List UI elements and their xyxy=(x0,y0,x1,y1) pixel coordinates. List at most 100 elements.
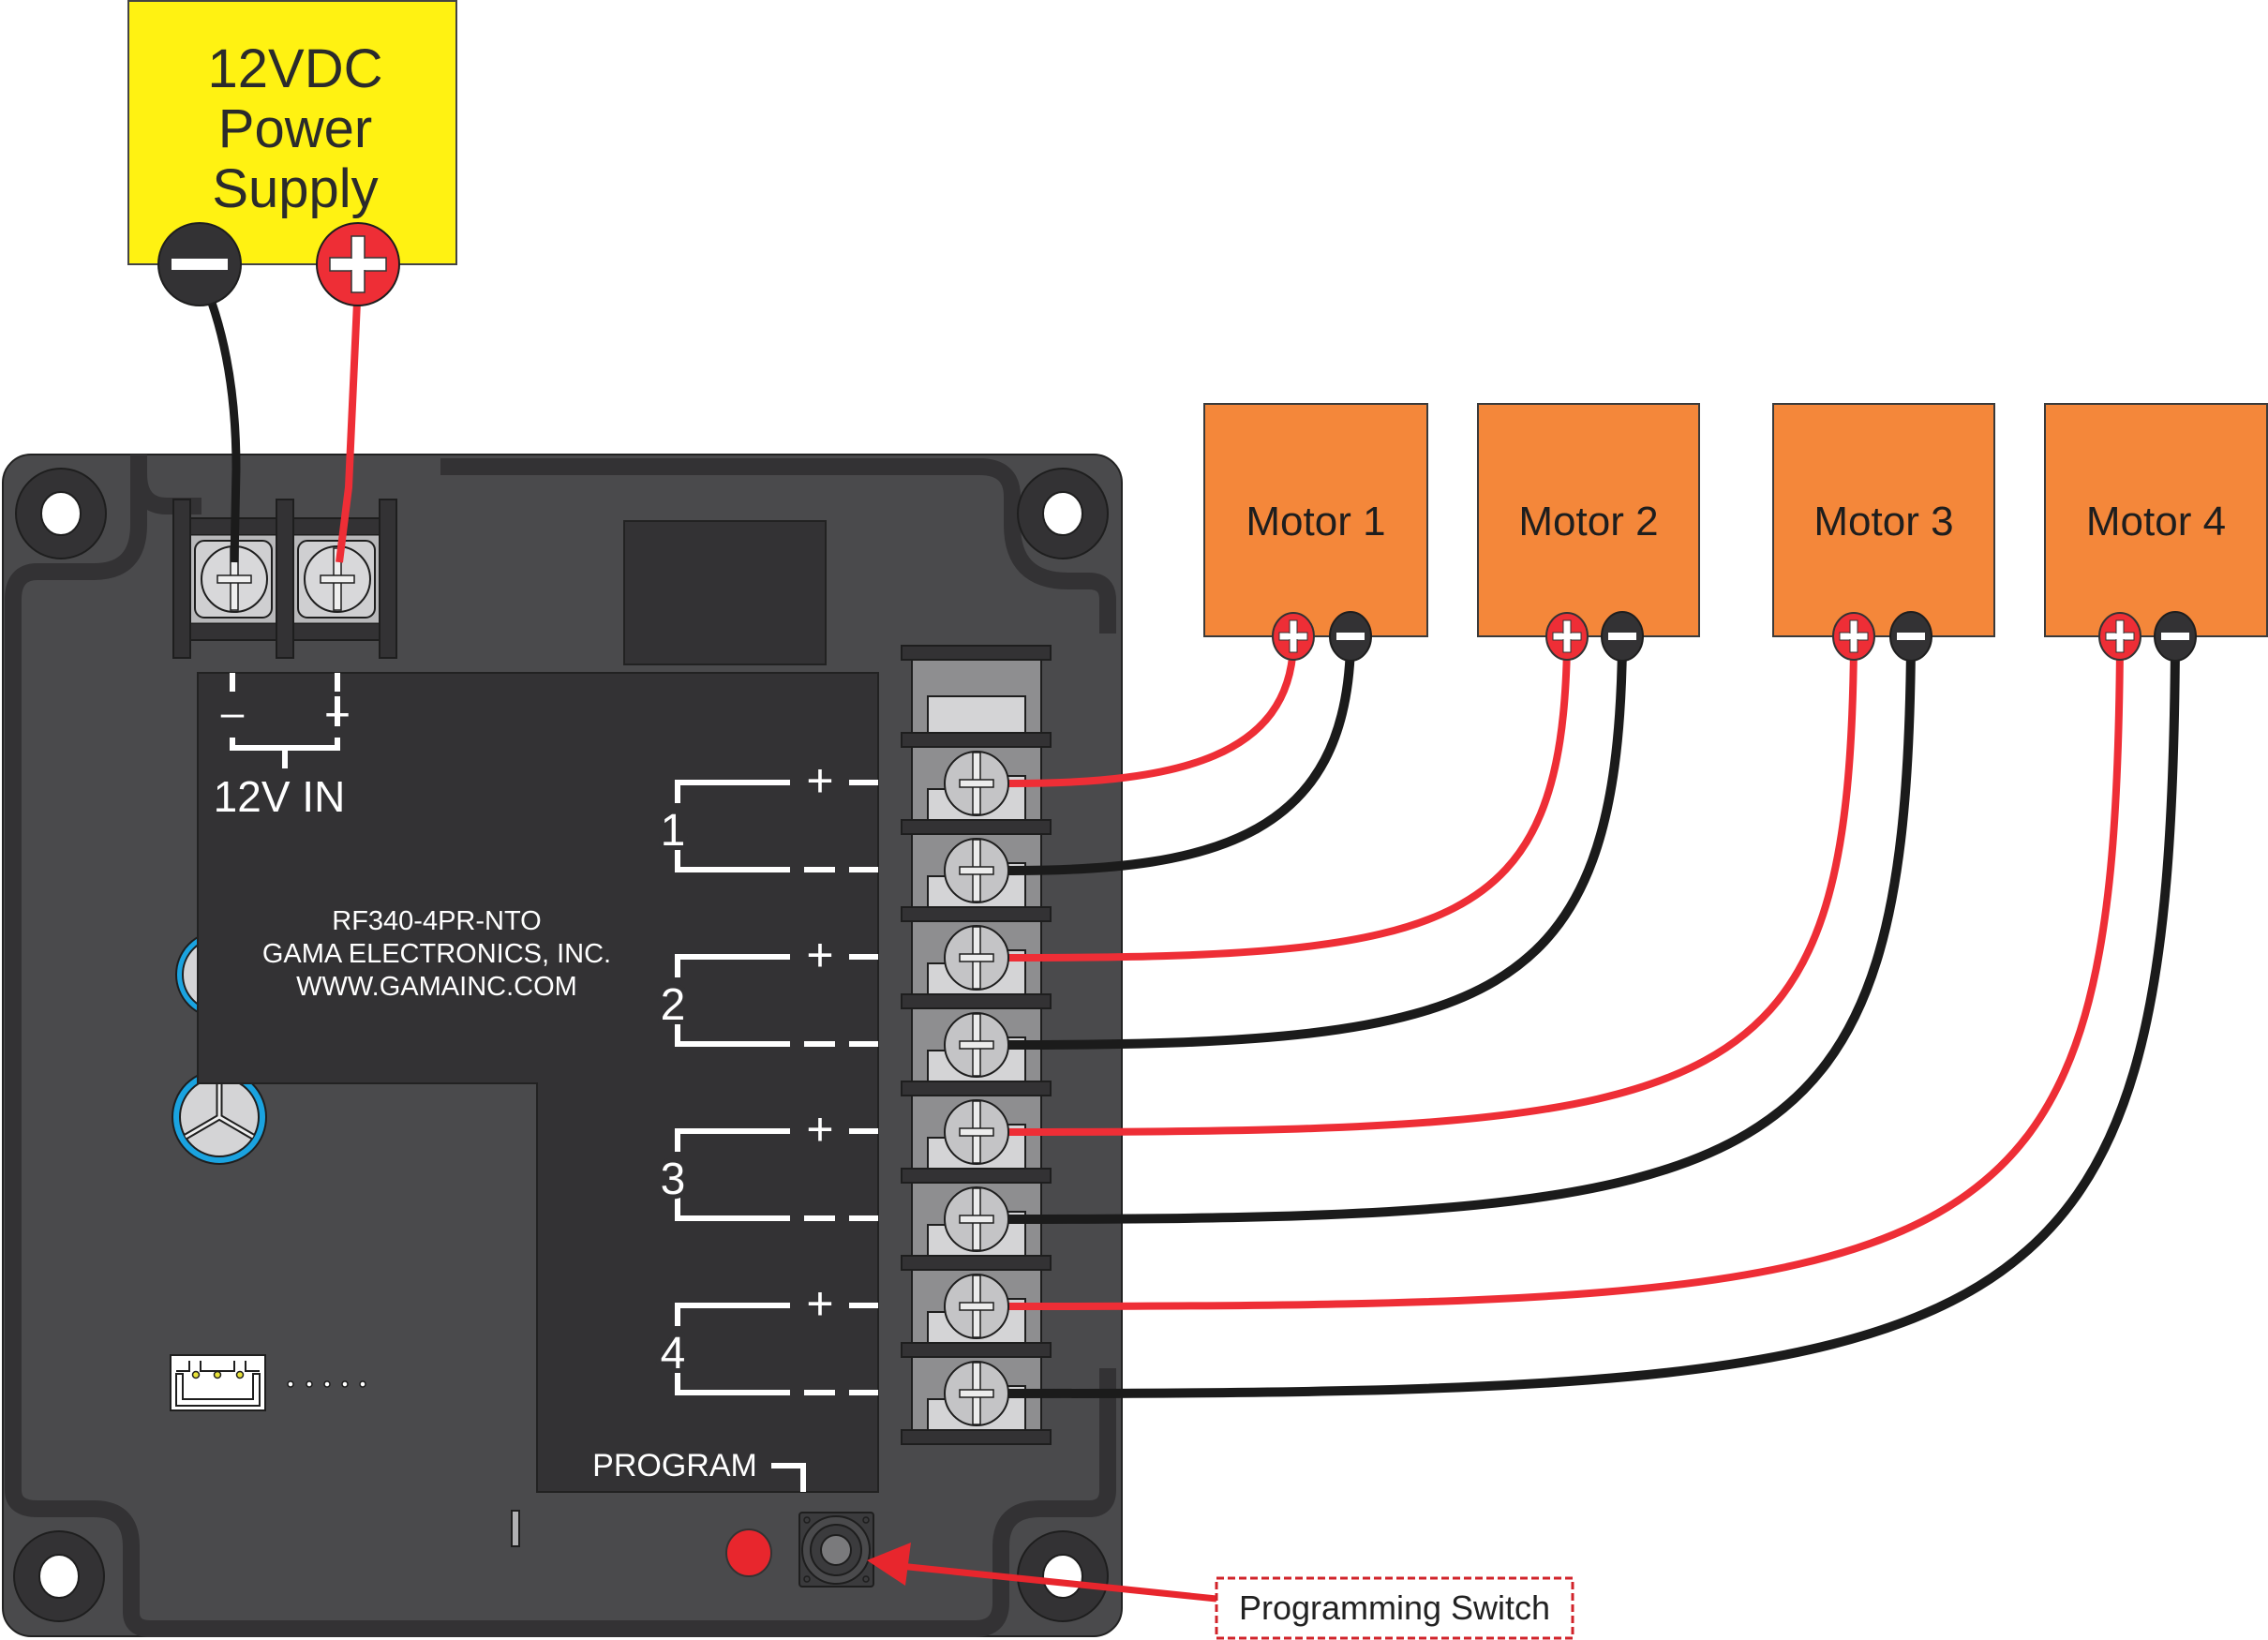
terminal-divider xyxy=(901,1342,1052,1358)
output-screw-7 xyxy=(944,1274,1009,1339)
output-markings: +1+2+3+4 xyxy=(656,754,878,1395)
motor-3-positive-wire xyxy=(993,645,1858,1136)
minus-icon xyxy=(2161,633,2189,640)
power-supply-body xyxy=(127,0,457,265)
mounting-hole-top-right xyxy=(1017,468,1109,559)
status-led xyxy=(725,1528,772,1577)
power-positive-wire xyxy=(336,280,362,563)
output-screw-1 xyxy=(944,751,1009,816)
output-number: 1 xyxy=(661,806,686,856)
terminal-divider xyxy=(901,1168,1052,1184)
power-supply-negative-terminal xyxy=(157,222,242,306)
motor-label: Motor 1 xyxy=(1246,499,1385,544)
terminal-divider xyxy=(901,732,1052,748)
jumper-bar xyxy=(511,1510,520,1547)
power-supply-positive-terminal xyxy=(316,222,400,306)
output-plus-sign: + xyxy=(806,1103,833,1155)
terminal-divider xyxy=(901,1255,1052,1271)
minus-icon xyxy=(1897,633,1925,640)
power-terminal-block xyxy=(172,499,397,659)
terminal-divider xyxy=(901,1081,1052,1096)
motor-2-negative-wire xyxy=(993,645,1627,1050)
terminal-divider xyxy=(901,993,1052,1009)
power-input-marking xyxy=(230,673,340,768)
callout-label: Programming Switch xyxy=(1239,1588,1550,1627)
motor-negative-terminal xyxy=(1889,611,1932,662)
motor-positive-terminal xyxy=(2098,612,2141,661)
terminal-divider xyxy=(901,1429,1052,1445)
power-supply-line-3: Supply xyxy=(212,158,378,219)
motor-3-negative-wire xyxy=(993,645,1916,1224)
callout-box xyxy=(1215,1576,1574,1640)
output-number: 4 xyxy=(661,1329,686,1379)
motor-label: Motor 2 xyxy=(1518,499,1658,544)
output-marking-3: +3 xyxy=(656,1103,878,1221)
motor-positive-terminal xyxy=(1545,612,1589,661)
plus-icon xyxy=(2105,619,2135,653)
power-screw-negative xyxy=(201,545,268,613)
motors: Motor 1 Motor 2 Motor 3 Motor 4 xyxy=(1203,403,2268,662)
motor-2: Motor 2 xyxy=(1477,403,1700,662)
motor-1-positive-wire xyxy=(993,645,1297,787)
power-input-plus: + xyxy=(324,691,351,740)
minus-icon xyxy=(1336,633,1365,640)
callout-arrow-line xyxy=(899,1562,1217,1603)
motor-body xyxy=(2044,403,2268,637)
motor-negative-terminal xyxy=(1329,611,1372,662)
minus-icon xyxy=(1608,633,1636,640)
label-panel xyxy=(197,672,879,1493)
power-input-minus: – xyxy=(221,690,245,736)
output-number: 2 xyxy=(661,980,686,1030)
output-plus-sign: + xyxy=(806,754,833,807)
plus-icon xyxy=(1552,619,1582,653)
program-label: PROGRAM xyxy=(592,1448,757,1483)
output-plus-sign: + xyxy=(806,929,833,981)
terminal-divider xyxy=(901,906,1052,922)
motor-4-negative-wire xyxy=(993,645,2180,1398)
output-screw-6 xyxy=(944,1186,1009,1252)
board-manufacturer: GAMA ELECTRONICS, INC. xyxy=(262,939,611,969)
motor-wires xyxy=(993,645,2180,1398)
output-number: 3 xyxy=(661,1155,686,1204)
motor-3: Motor 3 xyxy=(1772,403,1995,662)
header-connector xyxy=(170,1354,266,1411)
power-supply: 12VDC Power Supply xyxy=(127,0,457,306)
plus-icon xyxy=(329,235,387,293)
motor-1-negative-wire xyxy=(993,645,1355,875)
board-model: RF340-4PR-NTO xyxy=(332,906,541,936)
capacitor-2 xyxy=(172,1069,267,1165)
motor-positive-terminal xyxy=(1272,612,1315,661)
output-screw-3 xyxy=(944,925,1009,991)
motor-4: Motor 4 xyxy=(2044,403,2268,662)
test-pads xyxy=(287,1380,366,1388)
output-screw-8 xyxy=(944,1361,1009,1426)
motor-1: Motor 1 xyxy=(1203,403,1428,662)
mounting-hole-bottom-left xyxy=(13,1530,105,1622)
output-screw-4 xyxy=(944,1012,1009,1078)
motor-4-positive-wire xyxy=(993,645,2124,1310)
output-screws xyxy=(944,751,1009,1426)
mounting-hole-bottom-right xyxy=(1017,1530,1109,1622)
motor-label: Motor 4 xyxy=(2086,499,2226,544)
output-marking-1: +1 xyxy=(656,754,878,872)
motor-body xyxy=(1203,403,1428,637)
programming-switch-callout: Programming Switch xyxy=(867,1543,1574,1640)
programming-switch[interactable] xyxy=(798,1512,874,1588)
minus-icon xyxy=(172,259,228,270)
motor-negative-terminal xyxy=(2154,611,2197,662)
board-website: WWW.GAMAINC.COM xyxy=(296,972,577,1002)
relay-chip xyxy=(623,520,827,665)
plus-icon xyxy=(1839,619,1869,653)
output-screw-5 xyxy=(944,1099,1009,1165)
mounting-hole-top-left xyxy=(15,468,107,559)
motor-label: Motor 3 xyxy=(1813,499,1953,544)
program-bracket xyxy=(771,1463,806,1492)
plus-icon xyxy=(1278,619,1308,653)
arrow-head-icon xyxy=(867,1543,911,1586)
board-groove-left xyxy=(5,469,1116,1637)
output-plus-sign: + xyxy=(806,1277,833,1330)
power-input-label: 12V IN xyxy=(214,772,346,821)
motor-2-positive-wire xyxy=(993,645,1571,962)
motor-body xyxy=(1772,403,1995,637)
